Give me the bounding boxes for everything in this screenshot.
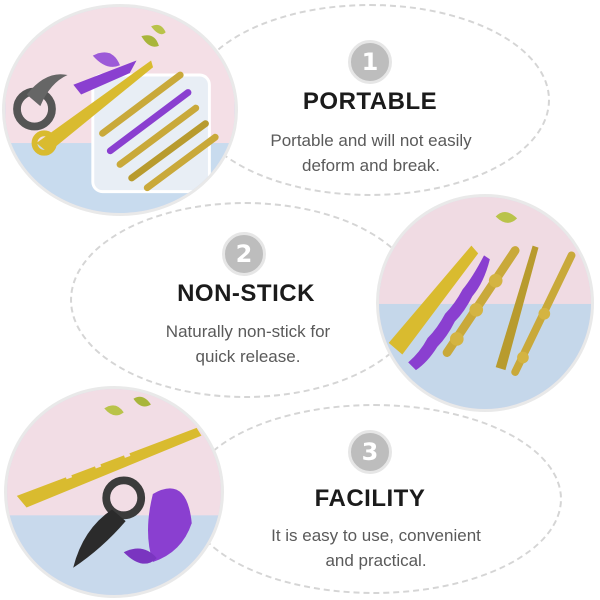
feature-title-portable: PORTABLE [302, 88, 438, 115]
step-number-badge-1: 1 [348, 40, 392, 84]
step-number-badge-2: 2 [222, 232, 266, 276]
product-photo-2 [376, 194, 594, 412]
sticks-closeup-image [379, 197, 591, 409]
feature-desc-line: Portable and will not easily [270, 131, 472, 150]
feature-title-non-stick: NON-STICK [177, 280, 315, 307]
feature-desc-line: quick release. [195, 347, 301, 366]
feature-desc-line: and practical. [325, 551, 427, 570]
feature-title-facility: FACILITY [314, 485, 426, 512]
product-photo-3 [4, 386, 224, 598]
product-photo-1 [2, 4, 238, 216]
feature-desc-line: deform and break. [302, 156, 440, 175]
feature-desc-line: It is easy to use, convenient [271, 526, 481, 545]
knives-closeup-image [7, 389, 221, 595]
step-number-badge-3: 3 [348, 430, 392, 474]
feature-desc-facility: It is easy to use, convenient and practi… [236, 523, 516, 573]
feature-desc-portable: Portable and will not easily deform and … [236, 128, 506, 178]
feature-desc-line: Naturally non-stick for [165, 322, 331, 341]
feature-desc-non-stick: Naturally non-stick for quick release. [118, 319, 378, 369]
mold-tray-image [5, 7, 235, 213]
